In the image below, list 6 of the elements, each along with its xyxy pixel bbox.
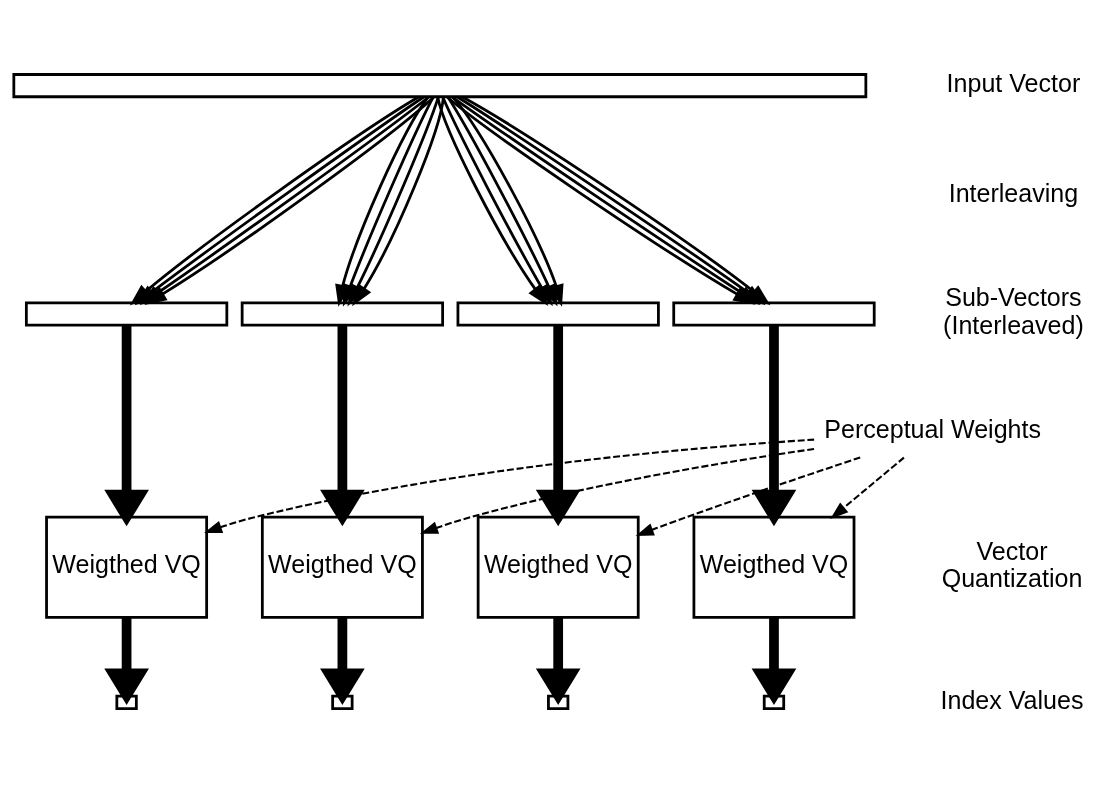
label: Sub-Vectors (Interleaved) — [943, 282, 1084, 339]
label: Index Values — [940, 685, 1084, 713]
label: Input Vector — [946, 68, 1081, 97]
label: Vector Quantization — [941, 536, 1083, 592]
node-text: Perceptual Weights — [824, 414, 1042, 443]
label: Interleaving — [948, 178, 1079, 207]
